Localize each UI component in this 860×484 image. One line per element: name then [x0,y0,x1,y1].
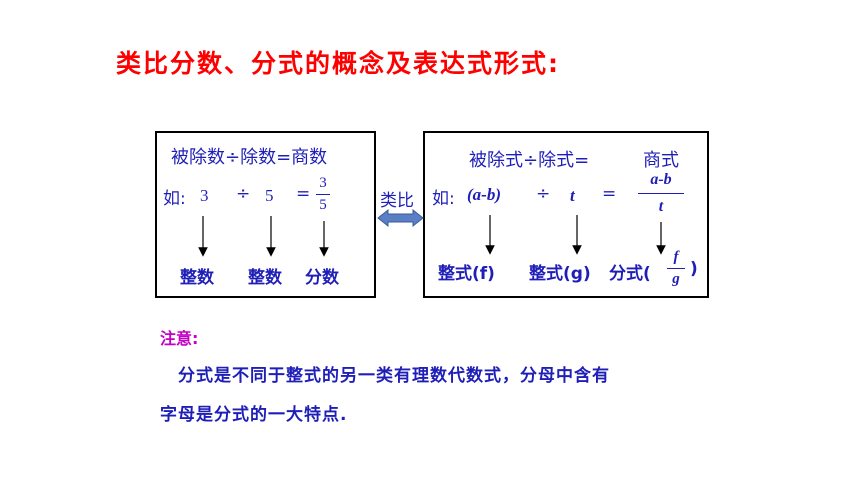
divisor-expr-type-label: 整式(g) [529,264,591,284]
dividend-type-label: 整数 [180,268,214,288]
page-title: 类比分数、分式的概念及表达式形式: [116,49,560,78]
rational-result: a-b t [638,172,684,215]
notice-label: 注意: [160,329,199,348]
fraction-denominator: 5 [319,197,327,213]
rational-quotient-header: 商式 [643,150,679,171]
rational-bar [638,193,684,194]
fraction-concept-box [155,131,376,298]
rational-dividend: (a-b) [467,185,501,204]
rational-divisor: t [570,186,575,205]
quotient-expr-type-prefix: 分式( [609,264,651,284]
rational-denominator: t [658,198,664,215]
fraction-divisor: 5 [265,186,274,205]
fraction-formula-header: 被除数÷除数=商数 [171,147,328,168]
quotient-expr-fraction: f g [667,250,685,287]
quotient-expr-numerator: f [673,249,679,265]
dividend-expr-type-label: 整式(f) [438,264,495,284]
divisor-type-label: 整数 [248,268,282,288]
fraction-equals-symbol: = [296,184,311,204]
quotient-expr-bar [667,268,685,269]
fraction-result: 3 5 [316,176,330,213]
fraction-example-prefix: 如: [163,189,186,209]
rational-divide-symbol: ÷ [536,184,551,204]
notice-text-line-2: 字母是分式的一大特点. [160,405,348,425]
rational-expression-box [423,131,709,298]
fraction-divide-symbol: ÷ [236,184,251,204]
rational-numerator: a-b [650,171,672,188]
notice-text-line-1: 分式是不同于整式的另一类有理数代数式，分母中含有 [178,366,610,386]
quotient-expr-type-suffix: ) [690,259,698,279]
fraction-bar [316,194,330,195]
rational-example-prefix: 如: [432,189,455,209]
fraction-dividend: 3 [200,186,209,205]
fraction-numerator: 3 [319,175,327,191]
analogy-label: 类比 [380,191,414,211]
analogy-double-arrow-icon [377,208,424,228]
rational-formula-header: 被除式÷除式= [469,150,590,171]
quotient-expr-denominator: g [672,271,680,287]
rational-equals-symbol: = [602,184,617,204]
quotient-type-label: 分数 [305,268,339,288]
